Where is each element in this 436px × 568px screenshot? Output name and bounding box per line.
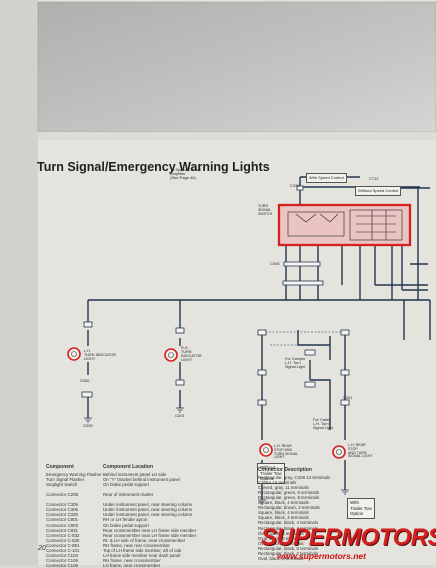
without-speed-control-tag: Without Speed Control bbox=[355, 186, 402, 196]
connector-cell: C208A 16 terminals bbox=[258, 480, 297, 486]
connector-cell: Square, black, 4 terminals bbox=[258, 510, 309, 516]
watermark-brand: SUPERMOTORS bbox=[261, 524, 436, 551]
connector-header: Connector Description bbox=[258, 467, 312, 473]
location-cell: Under instrument panel, near steering co… bbox=[103, 502, 193, 508]
connector-cell: Curved, gray, 11 terminals bbox=[258, 485, 309, 491]
connector-cell: Square, black, 4 terminals bbox=[258, 515, 309, 521]
s300-label: S300 bbox=[80, 378, 90, 383]
component-cell: Connector C106 bbox=[46, 562, 78, 568]
location-cell: RH or LH fender apron bbox=[103, 517, 148, 523]
connector-cell: Rectangular, black, 4 terminals bbox=[258, 525, 319, 531]
location-cell: Rear crossmember near LH frame side memb… bbox=[103, 532, 197, 538]
location-cell: RH frame, near crossmember bbox=[103, 557, 161, 563]
lh-indicator-label: L.H. TURN INDICATOR LIGHT bbox=[84, 349, 117, 361]
connector-table: Connector Description Rectangular, gray,… bbox=[258, 467, 330, 561]
location-cell: Rear crossmember near LH frame side memb… bbox=[103, 527, 197, 533]
connector-cell: Rectangular, black, 2 terminals bbox=[258, 550, 319, 556]
location-cell: Rt. & LH side of frame, near crossmember bbox=[103, 537, 186, 543]
page-number: 20 bbox=[38, 545, 46, 552]
watermark-url: www.supermotors.net bbox=[277, 551, 366, 561]
speed-control-note: To Speed Control Amplifier (See Page 46) bbox=[170, 167, 201, 181]
c305-label: C305 bbox=[270, 261, 280, 266]
component-cell: Connector C104 bbox=[46, 552, 78, 558]
component-cell: Connector C305 bbox=[46, 502, 78, 508]
trailer-lh-label: For Trailer L.H. Turn Signal Light bbox=[313, 418, 333, 430]
location-cell: LH frame, near crossmember bbox=[103, 562, 161, 568]
connector-cell: Rectangular, green, 8 terminals bbox=[258, 495, 320, 501]
connector-cell: Oval, black, 3 terminals bbox=[258, 530, 304, 536]
component-cell: Connector C831 bbox=[46, 527, 78, 533]
without-trailer-tag: Without Trailer Tow Option bbox=[257, 463, 285, 484]
connector-cell: Oval, black, 2 terminals bbox=[258, 555, 304, 561]
c330-label: C330 bbox=[290, 183, 300, 188]
page-title: Turn Signal/Emergency Warning Lights bbox=[37, 160, 270, 174]
connector-cell: Oval, black, 3 terminals bbox=[258, 540, 304, 546]
component-cell: Emergency Warning Flasher bbox=[46, 472, 102, 478]
location-cell: On brake pedal support bbox=[103, 482, 149, 488]
with-trailer-tag: With Trailer Tow Option bbox=[347, 498, 375, 519]
with-speed-control-tag: With Speed Control bbox=[306, 173, 347, 183]
camper-lh-label: For Camper L.H. Turn Signal Light bbox=[285, 357, 306, 369]
connector-cell: Square, black, 4 terminals bbox=[258, 500, 309, 506]
component-cell: Connector C801 bbox=[46, 517, 78, 523]
location-cell: Under instrument panel, near steering co… bbox=[103, 512, 193, 518]
s201-label: S201 bbox=[343, 395, 353, 400]
component-cell: Connector C105 bbox=[46, 557, 78, 563]
location-cell: Behind instrument panel LH side bbox=[103, 472, 167, 478]
component-cell: Connector C306 bbox=[46, 507, 78, 513]
lh-rear-light-label: L.H. REAR STOP AND TURN SIGNAL LIGHT bbox=[274, 444, 299, 460]
lh-rear-light-b-label: L.H. REAR STOP AND TURN SIGNAL LIGHT bbox=[348, 443, 373, 459]
location-cell: Rear of instrument cluster bbox=[103, 492, 154, 498]
component-cell: Connector C-835 bbox=[46, 537, 80, 543]
rh-indicator-label: R.H. TURN INDICATOR LIGHT bbox=[181, 346, 202, 362]
flasher-label: TURN SIGNAL SWITCH bbox=[258, 204, 273, 216]
connector-cell: Rectangular, green, 6 terminals bbox=[258, 490, 320, 496]
component-cell: Stoplight Switch bbox=[46, 482, 78, 488]
connector-cell: Rectangular, gray, C208 14 terminals bbox=[258, 475, 331, 481]
location-cell: On "Y" bracket behind instrument panel bbox=[103, 477, 180, 483]
component-cell: Connector C330 bbox=[46, 512, 78, 518]
component-cell: Connector C-891 bbox=[46, 542, 80, 548]
connector-cell: Oval, black, 3 terminals bbox=[258, 535, 304, 541]
component-cell: Turn Signal Flasher bbox=[46, 477, 85, 483]
connector-cell: Rectangular, black, 8 terminals bbox=[258, 545, 319, 551]
component-header: Component bbox=[46, 464, 74, 470]
connector-cell: Rectangular, black, 4 terminals bbox=[258, 520, 319, 526]
supermotors-watermark: SUPERMOTORS www.supermotors.net bbox=[257, 524, 436, 562]
component-cell: Connector C208 bbox=[46, 492, 78, 498]
c712-label: C712 bbox=[369, 176, 379, 181]
g200-label: G200 bbox=[83, 423, 93, 428]
location-cell: Top of LH frame side member, aft of cab bbox=[103, 547, 182, 553]
location-header: Component Location bbox=[103, 464, 153, 470]
location-cell: RH frame, near rear crossmember bbox=[103, 542, 170, 548]
g201-label: G201 bbox=[175, 413, 185, 418]
location-cell: Under instrument panel, near steering co… bbox=[103, 507, 193, 513]
location-cell: On brake pedal support bbox=[103, 522, 149, 528]
component-cell: Connector C-832 bbox=[46, 532, 80, 538]
component-cell: Connector C803 bbox=[46, 522, 78, 528]
location-cell: LH frame side member near dash panel bbox=[103, 552, 181, 558]
component-cell: Connector C-101 bbox=[46, 547, 80, 553]
connector-cell: Rectangular, brown, 2 terminals bbox=[258, 505, 320, 511]
